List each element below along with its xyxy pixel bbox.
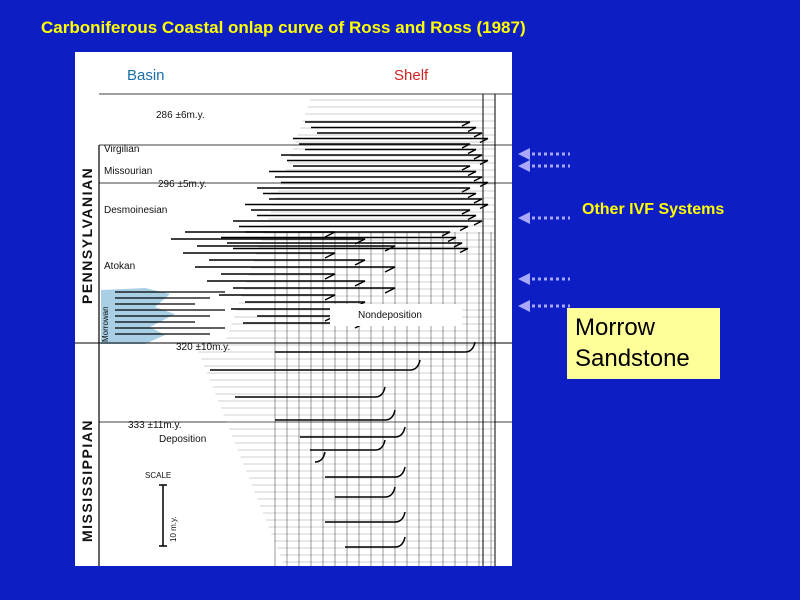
dotted-left-arrow-icon bbox=[518, 212, 570, 224]
onlap-cycle bbox=[335, 486, 396, 498]
onlap-cycle bbox=[345, 536, 406, 548]
onlap-cycle bbox=[325, 511, 406, 523]
period-pennsylvanian: PENNSYLVANIAN bbox=[79, 167, 95, 304]
onlap-cycle bbox=[219, 294, 336, 301]
morrow-label-line2: Sandstone bbox=[575, 345, 690, 372]
morrow-label-line1: Morrow bbox=[575, 314, 656, 341]
onlap-cycle bbox=[227, 242, 463, 248]
onlap-cycle bbox=[221, 273, 336, 280]
onlap-cycle bbox=[287, 159, 489, 166]
onlap-cycle bbox=[251, 209, 471, 215]
grid-lines bbox=[99, 93, 512, 566]
stage-desmoinesian: Desmoinesian bbox=[104, 205, 167, 216]
onlap-cycle bbox=[210, 359, 421, 371]
onlap-cycle bbox=[245, 203, 489, 210]
onlap-cycle bbox=[263, 192, 477, 199]
onlap-cycle bbox=[195, 266, 396, 273]
onlap-cycle bbox=[293, 165, 471, 171]
onlap-cycle bbox=[185, 231, 336, 238]
shelf-label: Shelf bbox=[394, 67, 429, 84]
onlap-cycle bbox=[317, 132, 483, 138]
onlap-cycle bbox=[197, 245, 396, 252]
onlap-cycle bbox=[233, 220, 483, 226]
onlap-cycle bbox=[209, 259, 366, 266]
onlap-cycle bbox=[299, 143, 471, 149]
onlap-cycle bbox=[311, 126, 477, 133]
onlap-curve bbox=[115, 121, 489, 548]
onlap-cycle bbox=[281, 154, 483, 160]
dotted-left-arrow-icon bbox=[518, 300, 570, 312]
onlap-cycle bbox=[293, 137, 489, 144]
onlap-cycle bbox=[233, 247, 469, 254]
scale-label: SCALE bbox=[145, 471, 171, 480]
onlap-curve-svg: Basin Shelf PENNSYLVANIAN MISSISSIPPIAN … bbox=[75, 67, 512, 566]
other-ivf-systems-label: Other IVF Systems bbox=[582, 201, 725, 218]
age-320: 320 ±10m.y. bbox=[176, 342, 230, 353]
onlap-cycle bbox=[183, 252, 336, 259]
onlap-cycle bbox=[207, 280, 366, 287]
nondeposition-bg bbox=[330, 304, 462, 326]
onlap-cycle bbox=[305, 121, 471, 127]
onlap-cycle bbox=[325, 466, 406, 478]
dotted-left-arrow-icon bbox=[518, 160, 570, 172]
age-296: 296 ±5m.y. bbox=[158, 179, 207, 190]
stage-missourian: Missourian bbox=[104, 166, 152, 177]
stage-virgilian: Virgilian bbox=[104, 144, 139, 155]
onlap-cycle bbox=[269, 198, 483, 204]
deposition-label: Deposition bbox=[159, 434, 206, 445]
onlap-cycle bbox=[314, 451, 326, 463]
dotted-left-arrow-icon bbox=[518, 148, 570, 160]
onlap-cycle bbox=[257, 214, 477, 221]
onlap-cycle bbox=[281, 181, 489, 188]
slide-title: Carboniferous Coastal onlap curve of Ros… bbox=[41, 18, 526, 37]
period-mississippian: MISSISSIPPIAN bbox=[79, 419, 95, 542]
age-286: 286 ±6m.y. bbox=[156, 110, 205, 121]
scale-bar bbox=[159, 484, 167, 547]
onlap-cycle bbox=[275, 341, 476, 353]
onlap-cycle bbox=[239, 225, 469, 232]
stage-morrowan: Morrowan bbox=[101, 306, 110, 342]
onlap-curve-figure: Basin Shelf PENNSYLVANIAN MISSISSIPPIAN … bbox=[75, 52, 512, 566]
onlap-cycle bbox=[257, 315, 336, 322]
onlap-cycle bbox=[275, 176, 483, 182]
age-333: 333 ±11m.y. bbox=[128, 420, 181, 431]
scale-value: 10 m.y. bbox=[169, 516, 178, 542]
onlap-cycle bbox=[235, 386, 386, 398]
morrow-sandstone-box: Morrow Sandstone bbox=[567, 308, 720, 379]
stage-atokan: Atokan bbox=[104, 261, 135, 272]
onlap-cycle bbox=[269, 170, 477, 177]
onlap-cycle bbox=[310, 439, 386, 451]
onlap-cycle bbox=[171, 238, 366, 245]
nondeposition-label: Nondeposition bbox=[358, 310, 422, 321]
dotted-left-arrow-icon bbox=[518, 273, 570, 285]
onlap-cycle bbox=[221, 236, 457, 243]
onlap-cycle bbox=[275, 409, 396, 421]
onlap-cycle bbox=[305, 148, 477, 155]
basin-label: Basin bbox=[127, 67, 165, 84]
onlap-cycle bbox=[300, 426, 406, 438]
onlap-cycle bbox=[233, 287, 396, 294]
onlap-cycle bbox=[257, 187, 471, 193]
